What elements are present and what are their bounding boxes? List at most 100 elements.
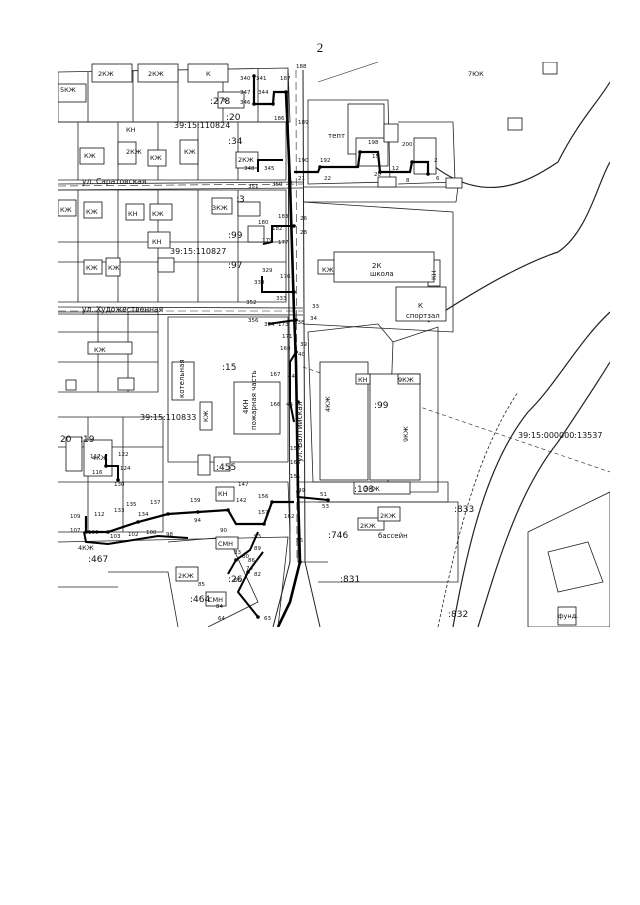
parcel-labels: :278 :20 :34 :3 :99 :97 :15 :99 :19 :455… <box>60 97 474 620</box>
building-label: КЖ <box>86 208 98 216</box>
route-point-label: 45 <box>286 402 293 408</box>
facility-label-pool: бассейн <box>378 532 408 540</box>
route-point-label: 103 <box>110 534 121 540</box>
route-point-label: 183 <box>278 214 289 220</box>
route-point-label: 86 <box>248 558 255 564</box>
route-point-label: 15 <box>372 154 379 160</box>
route-point-label: 192 <box>320 158 331 164</box>
route-point-label: 339 <box>254 280 265 286</box>
street-label-khudozhestvennaya: ул. Художественная <box>82 305 163 314</box>
parcel-label: :103 <box>354 485 374 495</box>
building-label: КЖ <box>108 264 120 272</box>
route-point-label: 26 <box>300 216 307 222</box>
parcel-label: :278 <box>210 97 230 107</box>
building-label: КЖ <box>202 410 210 422</box>
route-point-label: 151 <box>290 474 301 480</box>
building-label: СМН <box>218 540 233 548</box>
building-label: КЖ <box>322 266 334 274</box>
parcel-label: :746 <box>328 531 348 541</box>
route-point-label: 20 <box>374 172 381 178</box>
route-point-label: 130 <box>114 482 125 488</box>
parcel-label: :3 <box>236 195 245 205</box>
route-point-label: 200 <box>402 142 413 148</box>
route-point-label: 350 <box>272 182 283 188</box>
route-point-label: 160 <box>280 346 291 352</box>
parcel-label: :97 <box>228 261 242 271</box>
building-label: КН <box>128 210 138 218</box>
route-point-label: 51 <box>320 492 327 498</box>
facility-label-gym-code: К <box>418 302 423 310</box>
building-label: КЖ <box>150 154 162 162</box>
building-label: К <box>223 96 228 104</box>
building-label: 3КЖ <box>364 485 380 493</box>
building-label: 2КЖ <box>238 156 254 164</box>
route-point-label: 171 <box>282 334 293 340</box>
facility-label-boiler: котельная <box>178 359 186 398</box>
route-point-label: 162 <box>284 514 295 520</box>
route-point-label: 139 <box>190 498 201 504</box>
route-point-label: 173 <box>278 322 289 328</box>
route-point-label: 89 <box>254 546 261 552</box>
building-label: 2КЖ <box>126 148 142 156</box>
route-point-label: 189 <box>298 120 309 126</box>
route-point-label: 56 <box>296 538 303 544</box>
building-label: КН <box>358 376 368 384</box>
route-point-label: 40 <box>298 352 305 358</box>
cadastral-block-label: 39:15:110827 <box>170 247 226 256</box>
route-point-label: 53 <box>322 504 329 510</box>
route-point-label: 28 <box>300 230 307 236</box>
cadastral-block-label: 39:15:110824 <box>174 121 230 130</box>
facility-label-gym: спортзал <box>406 312 440 320</box>
route-point-labels: 340 341 187 188 347 344 346 186 189 190 … <box>70 64 440 622</box>
route-point-label: 98 <box>166 532 173 538</box>
route-point-label: 83 <box>234 550 241 556</box>
parcel-label: :20 <box>226 113 241 123</box>
cadastral-map: ул. Саратовская ул. Художественная ул. Б… <box>58 62 610 627</box>
route-point-label: 82 <box>254 572 261 578</box>
parcel-label: :831 <box>340 575 360 585</box>
route-point-label: 347 <box>240 90 251 96</box>
building-label: 4КЖ <box>78 544 94 552</box>
route-point-label: 112 <box>94 512 105 518</box>
route-point-label: 49 <box>298 488 305 494</box>
page-number: 2 <box>316 40 324 55</box>
route-point-label: 39 <box>300 342 307 348</box>
building-label: КН <box>218 490 228 498</box>
building-label: КЖ <box>86 264 98 272</box>
route-point-label: 116 <box>92 470 103 476</box>
route-point-label: 187 <box>280 76 291 82</box>
building-label: КН <box>430 270 438 280</box>
route-point-label: 124 <box>120 466 131 472</box>
route-point-label: 354 <box>264 322 275 328</box>
route-point-label: 74 <box>246 566 253 572</box>
building-label: КЖ <box>184 148 196 156</box>
route-point-label: 63 <box>264 616 271 622</box>
building-label: 5КЖ <box>60 86 76 94</box>
building-labels: 5КЖ 2КЖ 2КЖ К К 7ЮК КН КЖ КЖ КЖ 2КЖ 2КЖ … <box>60 70 578 620</box>
route-point-label: 2 <box>434 158 438 164</box>
building-label: КЖ <box>94 346 106 354</box>
route-point-label: 157 <box>258 510 269 516</box>
building-label: 7ЮК <box>468 70 484 78</box>
building-label: 2КЖ <box>360 522 376 530</box>
cadastral-block-labels: 39:15:110824 39:15:110827 39:15:110833 3… <box>140 121 602 440</box>
route-point-label: 346 <box>240 100 251 106</box>
route-point-label: 117 <box>90 454 101 460</box>
route-point-label: 348 <box>244 166 255 172</box>
facility-label-center: тепт <box>328 132 345 140</box>
route-point-label: 22 <box>324 176 331 182</box>
route-point-label: 180 <box>258 220 269 226</box>
street-label-saratovskaya: ул. Саратовская <box>82 177 146 186</box>
parcel-label: :99 <box>374 401 389 411</box>
building-label: К <box>206 70 211 78</box>
route-point-label: 102 <box>128 532 139 538</box>
cadastral-block-label: 39:15:110833 <box>140 413 196 422</box>
parcel-label: 20 <box>60 435 72 445</box>
base-linework <box>58 62 610 627</box>
building-label: 2КЖ <box>380 512 396 520</box>
building-label: 2КЖ <box>98 70 114 78</box>
route-point-label: 147 <box>238 482 249 488</box>
parcel-label: :833 <box>454 505 474 515</box>
facility-labels: тепт 2К школа К спортзал бассейн котельн… <box>178 132 440 540</box>
buildings <box>58 62 577 626</box>
